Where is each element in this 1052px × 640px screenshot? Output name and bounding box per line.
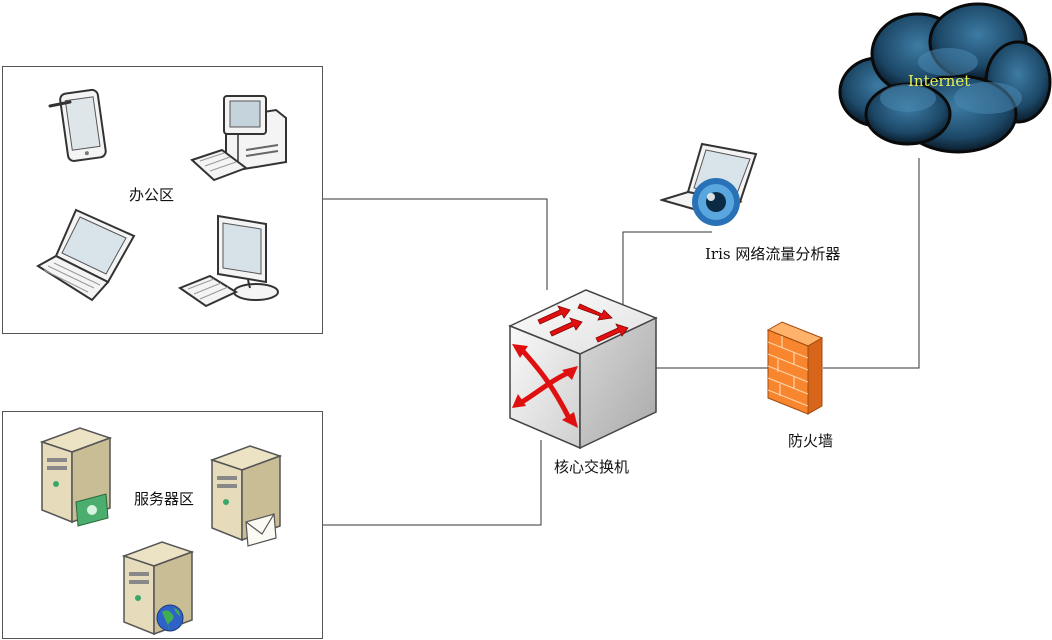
file-server-icon: [39, 427, 113, 527]
link-office-switch: [322, 198, 548, 290]
core-switch-label: 核心交换机: [554, 458, 630, 476]
desktop-computer-icon: [190, 95, 287, 182]
web-server-icon: [121, 541, 195, 636]
lcd-monitor-icon: [178, 214, 279, 308]
mail-server-icon: [209, 445, 283, 547]
cloud-icon: [838, 2, 1052, 154]
firewall-label: 防火墙: [788, 432, 834, 450]
laptop-icon: [36, 208, 136, 302]
link-switch-analyzer: [622, 231, 712, 305]
multilayer-switch-icon: [508, 289, 658, 450]
link-server-switch: [322, 440, 542, 526]
link-firewall-internet: [823, 158, 920, 369]
analyzer-label: Iris 网络流量分析器: [705, 245, 841, 263]
firewall-brick-icon: [766, 321, 824, 415]
server-zone-label: 服务器区: [134, 490, 195, 508]
office-zone-label: 办公区: [129, 186, 175, 204]
internet-label: Internet: [908, 72, 971, 90]
laptop-eye-icon: [660, 142, 758, 226]
tablet-icon: [48, 88, 107, 162]
